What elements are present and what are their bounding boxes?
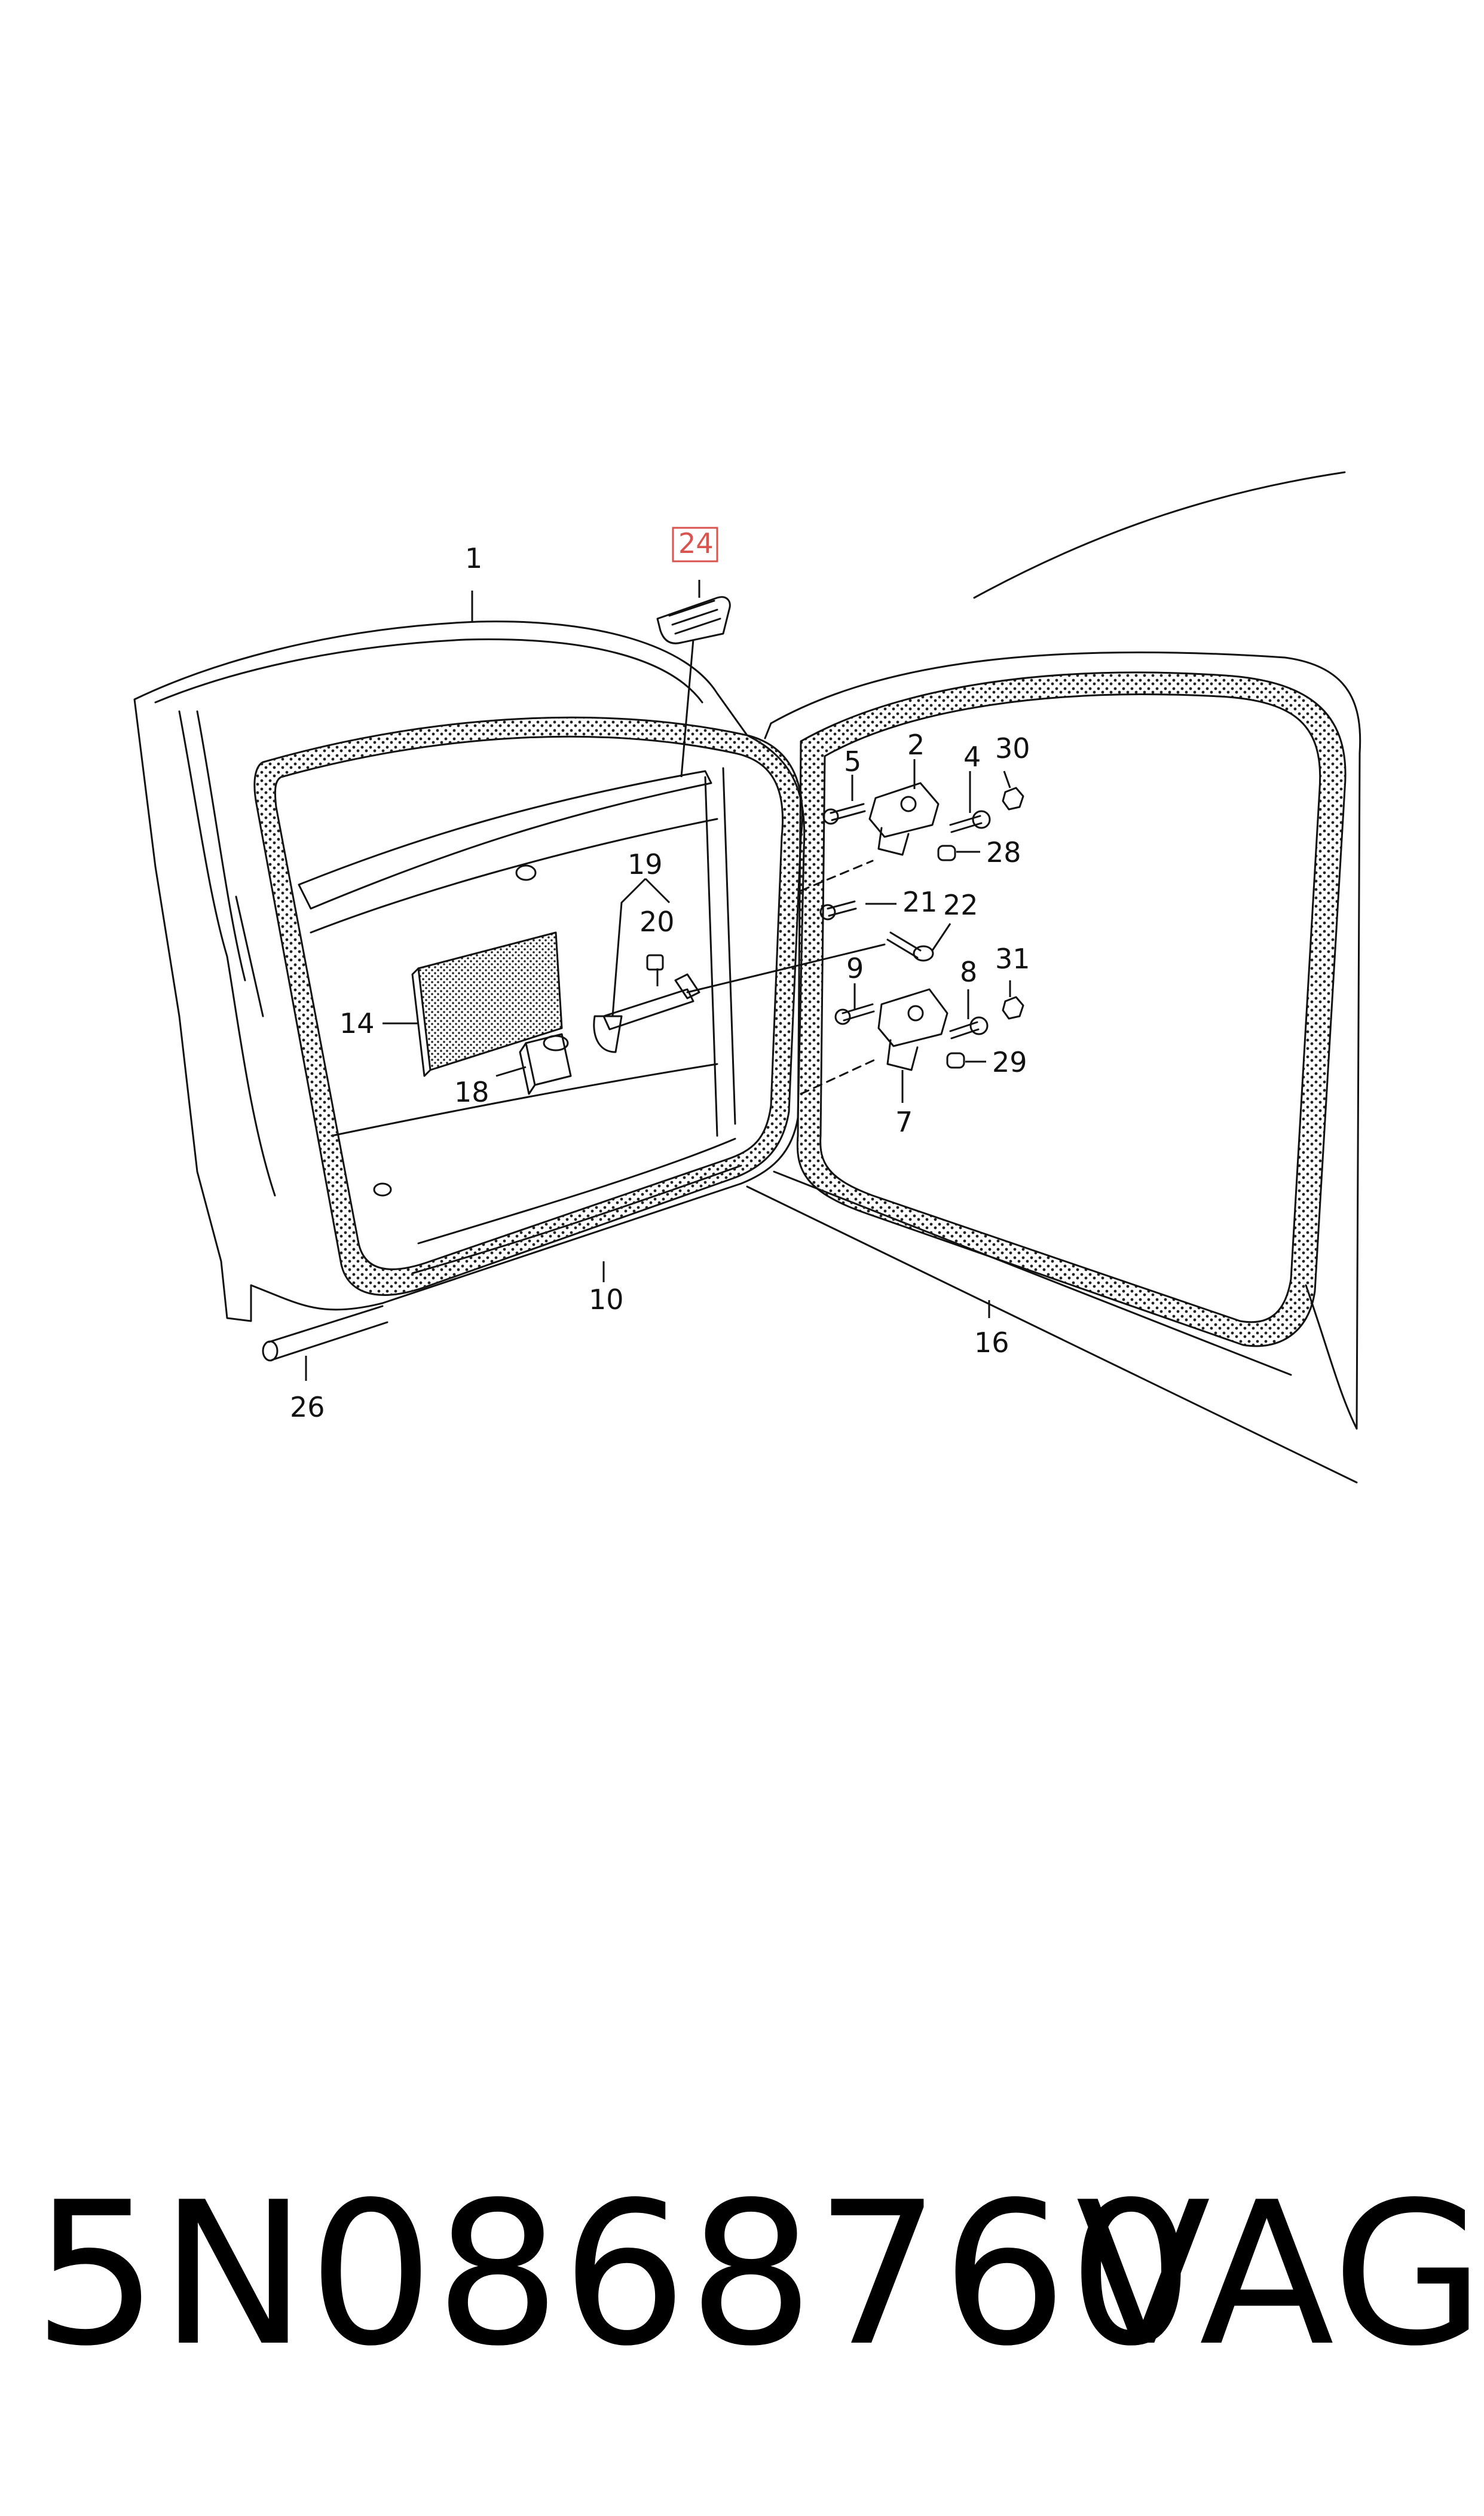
- part-number-label: 5N0868760: [33, 2160, 1195, 2389]
- bolt-21: [827, 900, 857, 917]
- callout-9: 9: [846, 952, 864, 985]
- car-body-outline-right: [770, 651, 1361, 1430]
- part-24-insert: [656, 596, 731, 644]
- part-18: [525, 1033, 572, 1086]
- callout-1: 1: [465, 542, 482, 574]
- upper-hinge-2: [868, 782, 940, 838]
- nut-30: [1002, 787, 1024, 811]
- car-sill-line: [746, 1185, 1358, 1484]
- exploded-parts-diagram: 1 2 4 5 7 8 9 10 14 16 18 19 20 21 22 24…: [133, 471, 1361, 1484]
- part-26-tube: [268, 1305, 388, 1361]
- callout-29: 29: [992, 1046, 1027, 1078]
- car-roof-line: [973, 471, 1346, 599]
- door-inner-panel: [298, 770, 712, 910]
- body-seal-16: [796, 671, 1347, 1347]
- callout-4: 4: [963, 741, 981, 773]
- bolt-4: [949, 815, 983, 833]
- callout-7: 7: [895, 1106, 913, 1138]
- callout-24-highlight-box: [672, 527, 718, 562]
- bushing-28: [937, 845, 956, 861]
- callout-21: 21: [902, 886, 938, 918]
- lower-hinge-7: [877, 988, 948, 1047]
- callout-28: 28: [986, 836, 1021, 869]
- bolt-8: [949, 1021, 980, 1040]
- bushing-29: [946, 1052, 965, 1069]
- callout-16: 16: [974, 1326, 1009, 1359]
- part-19-check-strap: [602, 988, 694, 1031]
- callout-31: 31: [995, 943, 1030, 975]
- callout-18: 18: [454, 1076, 489, 1108]
- bolt-22: [886, 931, 922, 959]
- callout-10: 10: [589, 1283, 624, 1316]
- callout-20: 20: [640, 906, 675, 938]
- nut-31: [1002, 996, 1024, 1020]
- callout-26: 26: [290, 1391, 325, 1423]
- leader-lines: [305, 580, 1011, 1381]
- callout-30: 30: [995, 732, 1030, 765]
- part-14-pad: [417, 931, 563, 1071]
- callout-24: 24: [678, 527, 714, 560]
- callout-2: 2: [907, 729, 925, 761]
- callout-22: 22: [943, 889, 978, 921]
- callout-5: 5: [844, 745, 861, 778]
- callout-8: 8: [960, 956, 977, 988]
- callout-19: 19: [628, 848, 663, 881]
- callout-14: 14: [339, 1007, 375, 1040]
- brand-label: VAG: [1076, 2160, 1484, 2389]
- callout-labels: 1 2 4 5 7 8 9 10 14 16 18 19 20 21 22 24…: [290, 527, 1030, 1423]
